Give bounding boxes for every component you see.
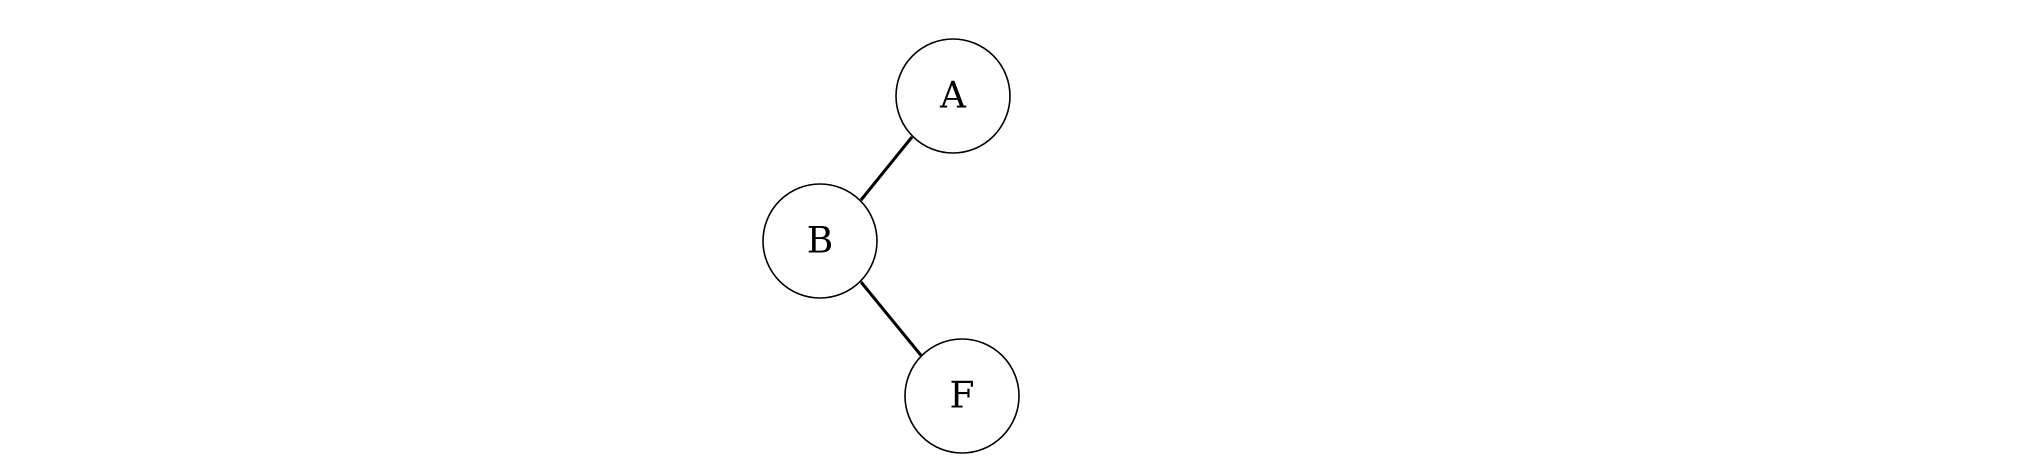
node-f-label: F (950, 376, 975, 417)
node-b: B (762, 183, 878, 299)
node-a-label: A (939, 76, 967, 117)
edge-b-f (859, 281, 926, 360)
node-f: F (904, 338, 1020, 454)
node-a: A (895, 38, 1011, 154)
tree-nodes: A B F (762, 38, 1020, 454)
node-f-circle (904, 338, 1020, 454)
node-a-circle (895, 38, 1011, 154)
edge-a-b (859, 136, 914, 201)
node-b-label: B (807, 221, 833, 262)
tree-edges (859, 136, 926, 360)
node-b-circle (762, 183, 878, 299)
